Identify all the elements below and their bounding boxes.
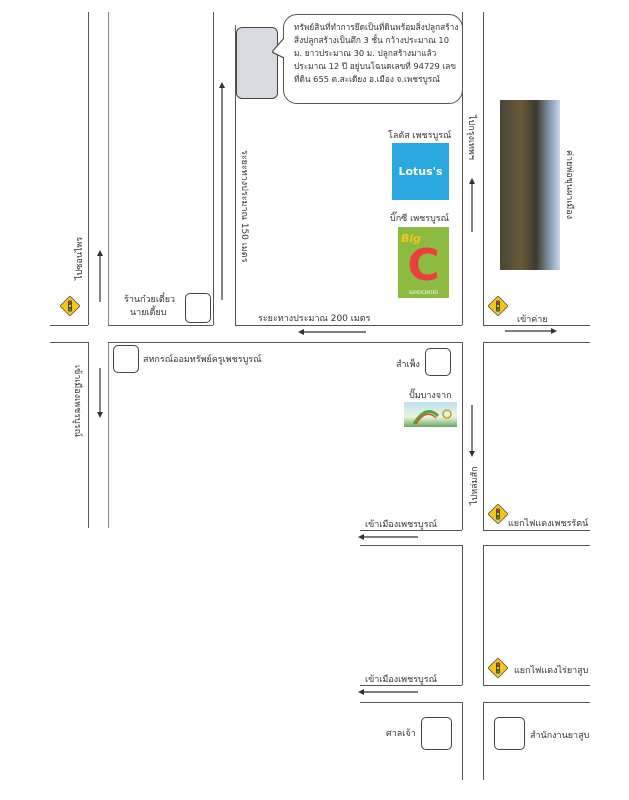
lotus-logo-text: Lotus's <box>398 165 443 178</box>
road-edge <box>235 25 236 325</box>
label-noodle-shop-2: นายเตี้ยบ <box>130 308 167 318</box>
road-edge <box>50 342 88 343</box>
label-enter-camp: เข้าค่าย <box>517 315 548 325</box>
arrow-left-icon <box>298 329 366 335</box>
road-edge <box>483 685 590 686</box>
callout-text: ทรัพย์สินที่ทำการยึดเป็นที่ดินพร้อมสิ่งป… <box>294 22 459 84</box>
label-noodle-shop-1: ร้านก๋วยเตี๋ยว <box>124 295 176 305</box>
label-tobacco-office: สำนักงานยาสูบ <box>530 731 590 741</box>
arrow-up-icon <box>469 178 475 232</box>
shrine-marker <box>421 717 452 750</box>
label-sampeng: สำเพ็ง <box>396 360 420 370</box>
bigc-logo: Big C SUPERCENTER <box>398 227 449 298</box>
camp-photo <box>500 100 560 270</box>
road-edge <box>108 342 462 343</box>
label-shrine: ศาลเจ้า <box>386 729 416 739</box>
label-camp: ค่ายพ่อขุนผาเมือง <box>564 150 574 220</box>
arrow-left-icon <box>358 534 418 540</box>
bigc-logo-letter: C <box>407 239 440 291</box>
road-edge <box>108 12 109 325</box>
road-edge <box>483 702 484 780</box>
road-edge <box>462 702 463 780</box>
road-edge <box>483 342 484 530</box>
label-to-city-2: เข้าเมืองเพชรบูรณ์ <box>365 675 437 685</box>
road-edge <box>483 325 590 326</box>
road-edge <box>483 545 590 546</box>
traffic-light-sign-icon <box>488 504 508 524</box>
bangchak-photo <box>404 402 457 427</box>
traffic-light-sign-icon <box>488 296 508 316</box>
road-edge <box>88 12 89 325</box>
lotus-logo: Lotus's <box>392 143 449 200</box>
property-marker <box>236 27 278 99</box>
road-edge <box>483 12 484 325</box>
road-edge <box>88 342 89 528</box>
road-edge <box>462 12 463 325</box>
road-edge <box>108 342 109 528</box>
label-to-city-1: เข้าเมืองเพชรบูรณ์ <box>365 520 437 530</box>
bigc-logo-top: Big <box>401 232 422 245</box>
label-bangchak: ปั๊มบางจาก <box>409 391 452 401</box>
road-edge <box>360 530 462 531</box>
arrow-up-icon <box>97 250 103 302</box>
label-to-bangkok: ไปกรุงเทพฯ <box>466 115 476 160</box>
road-edge <box>462 545 463 685</box>
label-to-chonphrai: ไปซอนไพร <box>75 236 85 280</box>
label-junction-2: แยกไฟแดงไร่ยาสูบ <box>514 666 589 676</box>
label-lotus: โลตัส เพชรบูรณ์ <box>388 131 452 141</box>
road-edge <box>483 545 484 685</box>
arrow-left-icon <box>358 689 418 695</box>
arrow-down-icon <box>97 368 103 418</box>
label-to-city-left: เข้าเมืองเพชรบูรณ์ <box>72 365 82 437</box>
arrow-up-icon <box>219 82 225 300</box>
road-edge <box>483 530 590 531</box>
noodle-shop-marker <box>185 293 211 323</box>
bigc-logo-bottom: SUPERCENTER <box>408 290 439 295</box>
callout-pointer <box>272 38 285 59</box>
traffic-light-sign-icon <box>488 658 508 678</box>
label-junction-1: แยกไฟแดงเพชรรัตน์ <box>508 519 589 529</box>
road-edge <box>462 342 463 530</box>
road-edge <box>50 325 88 326</box>
label-distance-150: ระยะทางประมาณ 150 เมตร <box>239 150 249 263</box>
bangchak-logo-icon <box>412 409 452 425</box>
road-edge <box>483 342 590 343</box>
road-edge <box>360 545 462 546</box>
tobacco-office-marker <box>494 717 525 750</box>
road-edge <box>235 325 462 326</box>
road-edge <box>360 702 462 703</box>
label-to-lomsak: ไปหล่มสัก <box>470 466 480 505</box>
coop-marker <box>113 345 139 373</box>
traffic-light-sign-icon <box>60 296 80 316</box>
label-distance-200: ระยะทางประมาณ 200 เมตร <box>258 314 371 324</box>
arrow-down-icon <box>469 405 475 457</box>
road-edge <box>483 702 590 703</box>
property-callout: ทรัพย์สินที่ทำการยึดเป็นที่ดินพร้อมสิ่งป… <box>283 14 463 104</box>
road-edge <box>108 325 213 326</box>
sampeng-marker <box>425 348 451 376</box>
label-bigc: บิ๊กซี เพชรบูรณ์ <box>390 214 449 224</box>
road-edge <box>213 12 214 325</box>
road-edge <box>360 685 462 686</box>
arrow-right-icon <box>505 328 557 334</box>
label-coop: สหกรณ์ออมทรัพย์ครูเพชรบูรณ์ <box>143 355 262 365</box>
